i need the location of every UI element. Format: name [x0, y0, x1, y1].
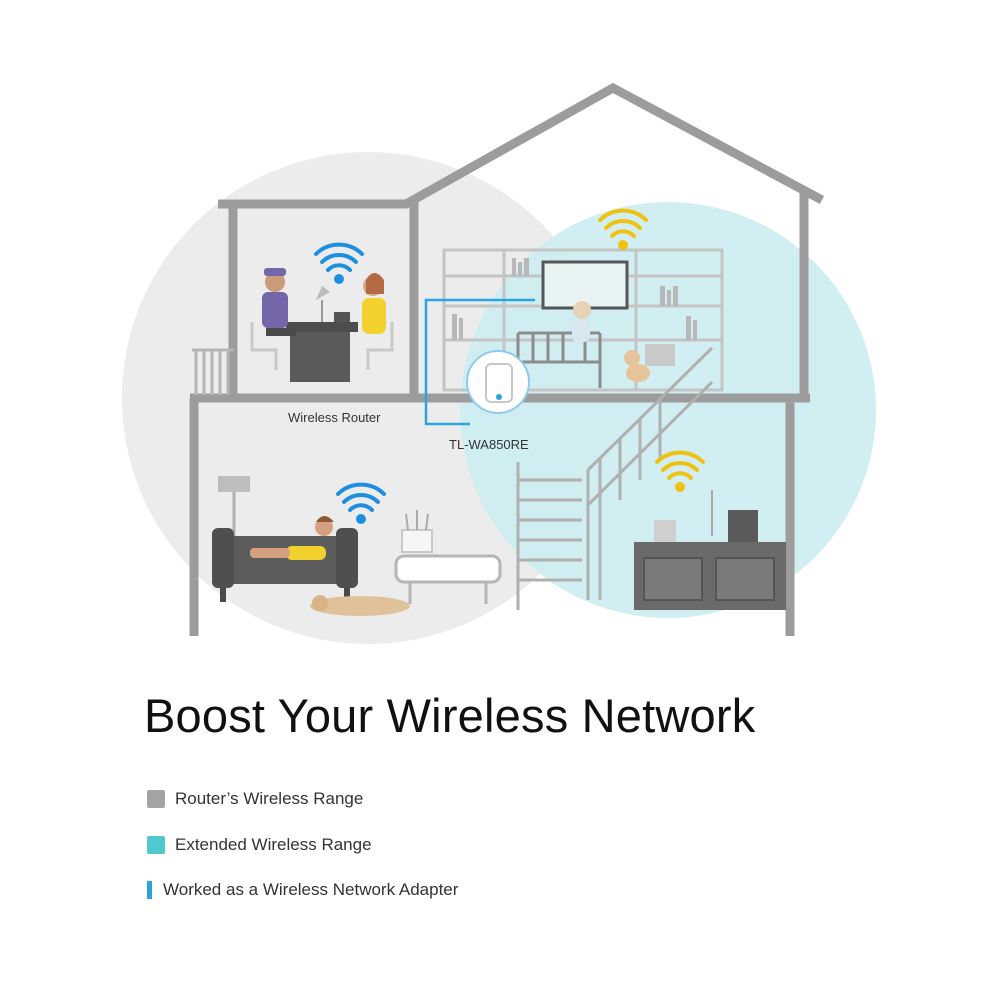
books	[452, 258, 697, 366]
legend-label: Extended Wireless Range	[175, 835, 372, 854]
extender-callout-label: TL-WA850RE	[449, 437, 529, 452]
wifi-extended-upstairs-icon	[598, 208, 648, 250]
baby	[573, 301, 591, 319]
kitchen	[634, 490, 786, 610]
legend-swatch-gray	[147, 790, 165, 808]
wifi-extended-downstairs-icon	[655, 450, 705, 492]
extender-device	[466, 350, 530, 414]
legend-bar-blue	[147, 881, 152, 899]
tv	[541, 260, 629, 310]
legend-item-extended-range: Extended Wireless Range	[147, 835, 372, 855]
balcony-railing	[192, 348, 234, 395]
router-callout-label: Wireless Router	[288, 410, 381, 425]
living-room	[212, 476, 502, 616]
legend-item-router-range: Router’s Wireless Range	[147, 789, 363, 809]
wifi-router-upstairs-icon	[314, 242, 364, 284]
legend-label: Worked as a Wireless Network Adapter	[163, 880, 459, 899]
legend-swatch-cyan	[147, 836, 165, 854]
headline: Boost Your Wireless Network	[144, 689, 756, 742]
baby-body	[572, 320, 590, 342]
wifi-router-downstairs-icon	[336, 482, 386, 524]
legend-item-network-adapter: Worked as a Wireless Network Adapter	[147, 880, 458, 900]
staircase	[516, 346, 714, 610]
adapter-connector	[424, 298, 535, 426]
legend-label: Router’s Wireless Range	[175, 789, 364, 808]
people-at-desk	[250, 268, 394, 382]
house-network-illustration	[122, 82, 876, 644]
puppy	[624, 350, 650, 382]
